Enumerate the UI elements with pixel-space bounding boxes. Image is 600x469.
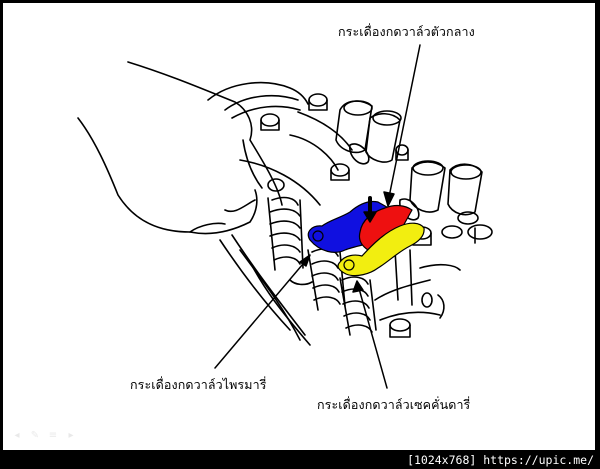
secondary-arrow-line — [357, 284, 388, 389]
valve-spring-middle — [307, 248, 346, 311]
pen-icon[interactable]: ✎ — [30, 430, 40, 441]
center-arrow-head — [383, 191, 395, 207]
slide-canvas: กระเดื่องกดวาล์วตัวกลาง กระเดื่องกดวาล์ว… — [3, 3, 595, 450]
previous-icon[interactable]: ◂ — [14, 430, 20, 441]
primary-arrow-line — [214, 257, 309, 369]
hand-outline — [77, 61, 283, 235]
label-center-rocker-arm: กระเดื่องกดวาล์วตัวกลาง — [338, 24, 475, 39]
primary-arrow-head — [299, 254, 311, 267]
next-icon[interactable]: ▸ — [68, 430, 74, 441]
secondary-arrow-head — [352, 280, 364, 293]
slide-toolbar: ◂ ✎ ≡ ▸ — [11, 431, 77, 441]
watermark: [1024x768] https://upic.me/ — [407, 453, 594, 467]
engine-rocker-arm-illustration — [77, 44, 493, 389]
label-primary-rocker-arm: กระเดื่องกดวาล์วไพรมารี่ — [130, 377, 267, 392]
menu-icon[interactable]: ≡ — [48, 430, 58, 441]
secondary-rocker-arm — [337, 222, 425, 277]
center-arrow-line — [387, 44, 421, 203]
leader-arrows — [214, 44, 421, 389]
valve-spring-left — [267, 196, 304, 271]
label-secondary-rocker-arm: กระเดื่องกดวาล์วเซคคั่นดารี่ — [317, 397, 471, 412]
